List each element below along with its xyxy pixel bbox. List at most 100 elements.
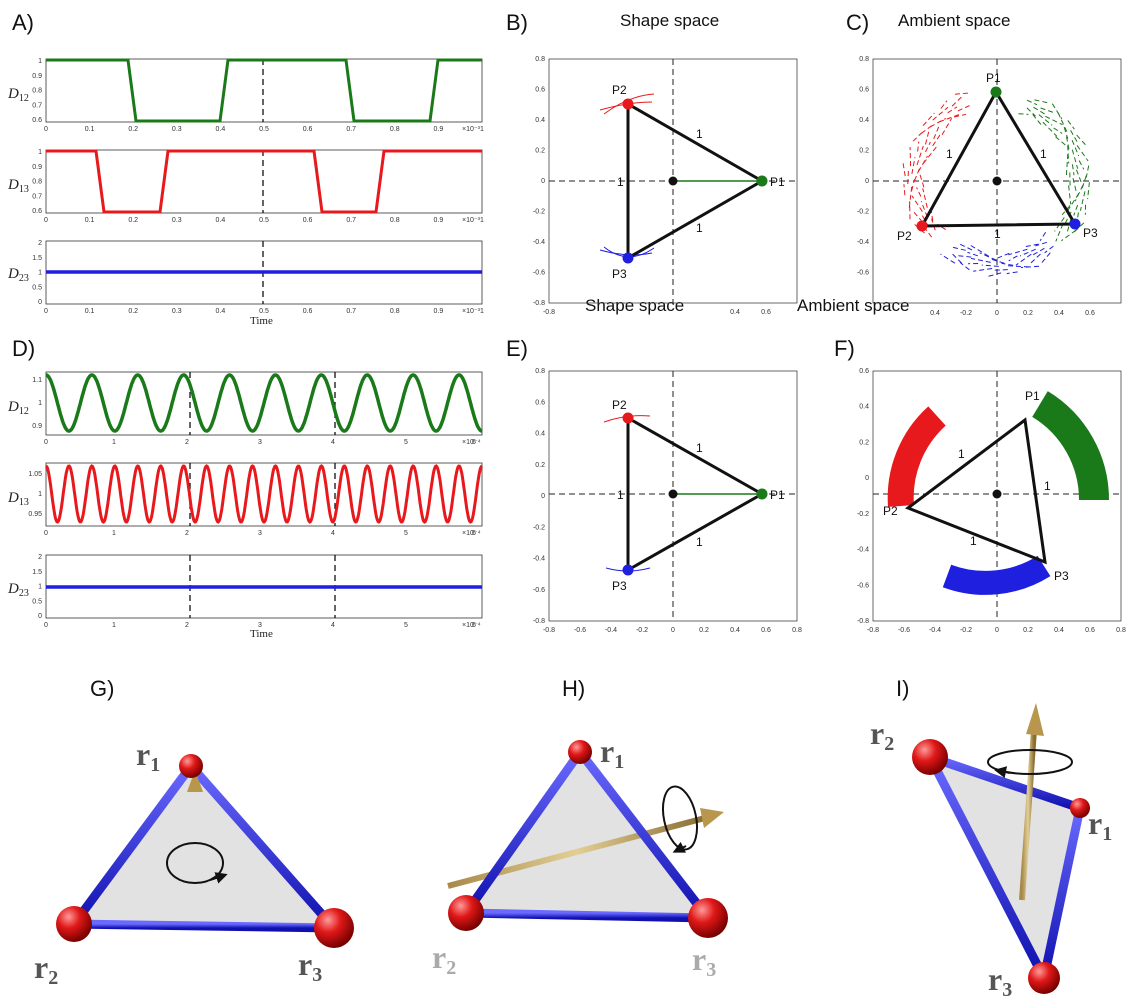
b-ytick: 0.8: [535, 56, 545, 63]
panel-label-f: F): [834, 336, 855, 361]
a-d23-ytick: 2: [38, 240, 42, 247]
b-ytick: -0.8: [533, 300, 545, 307]
series-a-d12: [46, 58, 482, 123]
centroid-b: [668, 176, 678, 186]
label-p3-f: P3: [1054, 569, 1069, 583]
a-d13-xtick: 0.9: [434, 217, 444, 224]
d-d23-ytick: 1: [38, 584, 42, 591]
d-xtick-1: 4: [331, 530, 335, 537]
c-ytick: 0.6: [859, 87, 869, 94]
atom-r1-i: [1070, 798, 1090, 818]
point-p3-e: [622, 564, 634, 576]
centroid-f: [992, 489, 1002, 499]
rod-h-23: [461, 908, 713, 923]
d-xtick-1: 2: [185, 530, 189, 537]
triangle-face-h: [466, 752, 708, 918]
band-p2: [887, 406, 946, 507]
trail-dash: [1057, 112, 1068, 132]
edge-label-f-13: 1: [1044, 479, 1051, 493]
trail-dash: [1071, 164, 1075, 176]
trail-dash: [939, 114, 960, 123]
b-ytick: 0.6: [535, 87, 545, 94]
a-d12-xtick: 0.9: [434, 126, 444, 133]
d-xtick-0: 0: [44, 439, 48, 446]
a-d12-ytick: 0.9: [32, 73, 42, 80]
trail-dash: [1028, 253, 1041, 266]
a-d12-ytick: 0.7: [32, 102, 42, 109]
d-xtick-0: 3: [258, 439, 262, 446]
trail-dash: [1085, 165, 1090, 178]
trail-dash: [989, 258, 1005, 264]
label-p1-b: P1: [770, 175, 785, 189]
trail-dash: [907, 170, 909, 185]
panel-label-c: C): [846, 10, 869, 35]
atom-r1-g: [179, 754, 203, 778]
d-xtick-1: 6: [472, 530, 476, 537]
trail-dash: [1076, 169, 1082, 183]
band-p3: [942, 555, 1051, 595]
trail-dash: [1087, 182, 1090, 200]
a-d13-ytick: 0.7: [32, 193, 42, 200]
triangle-c: [919, 88, 1078, 228]
f-xtick: -0.4: [929, 627, 941, 634]
a-d13-xtick: 0: [44, 217, 48, 224]
trail-dash: [931, 218, 936, 231]
trail-dash: [920, 201, 928, 218]
panel-f-ambient-space: P1 P2 P3 1 1 1: [872, 370, 1122, 622]
trail-dash: [940, 253, 956, 264]
b-ytick: 0: [541, 178, 545, 185]
d-d23-ytick: 0: [38, 613, 42, 620]
trail-dash: [1066, 193, 1080, 212]
trail-dash: [1045, 115, 1063, 126]
trail-dash: [914, 166, 921, 181]
panel-label-d: D): [12, 336, 35, 361]
label-r2-i: r2: [870, 715, 894, 755]
trail-dash: [954, 92, 970, 95]
a-d12-xtick: 0.7: [346, 126, 356, 133]
edge-label-e-13: 1: [696, 535, 703, 549]
label-p3-b: P3: [612, 267, 627, 281]
e-xtick: 0.8: [792, 627, 802, 634]
e-ytick: -0.6: [533, 587, 545, 594]
trail-dash: [924, 228, 932, 238]
d-xtick-2: 2: [185, 622, 189, 629]
trail-dash: [1081, 175, 1087, 191]
b-ytick: -0.2: [533, 209, 545, 216]
sci-note-d-3: ×10⁻⁴: [462, 622, 481, 629]
b-xtick: 0.4: [730, 309, 740, 316]
series-d-d12: [45, 373, 483, 433]
f-xtick: -0.8: [867, 627, 879, 634]
a-d13-xtick: 0.6: [303, 217, 313, 224]
triangle-b: [626, 101, 766, 261]
trail-dash: [950, 252, 963, 264]
a-d23-ytick: 1.5: [32, 255, 42, 262]
trail-dash: [1071, 149, 1079, 169]
panel-a-time-series: D12 D13 D23 Time ×10⁻³ ×10⁻³ ×10⁻³: [7, 58, 483, 327]
f-ytick: 0.4: [859, 404, 869, 411]
trail-dash: [1074, 184, 1084, 202]
trail-dash: [1065, 154, 1069, 176]
trail-dash: [949, 246, 966, 251]
e-xtick: -0.6: [574, 627, 586, 634]
trail-dash: [911, 195, 923, 212]
atom-r2-h: [448, 895, 484, 931]
edge-label-f-23: 1: [970, 534, 977, 548]
triangle-plot-ticks: 0.80.60.40.20-0.2-0.4-0.6-0.80.80.60.40.…: [533, 56, 1126, 634]
trail-dash: [912, 132, 922, 142]
trail-cloud-p3: [940, 232, 1054, 278]
d-xtick-2: 3: [258, 622, 262, 629]
centroid-c: [992, 176, 1002, 186]
trail-dash: [1034, 99, 1048, 104]
trail-dash: [1072, 177, 1078, 194]
d-d23-ytick: 0.5: [32, 598, 42, 605]
plot-frame-a-d12: [45, 58, 483, 123]
rod-i-12: [925, 752, 1085, 813]
a-d23-xtick: 0.2: [128, 308, 138, 315]
ylabel-d-d23: D23: [7, 581, 29, 599]
trail-dash: [1055, 223, 1064, 242]
plot-frame-d-d13: [45, 462, 483, 527]
trail-dash: [940, 100, 948, 109]
rod-g-23: [69, 919, 339, 933]
d-d12-ytick: 1: [38, 400, 42, 407]
